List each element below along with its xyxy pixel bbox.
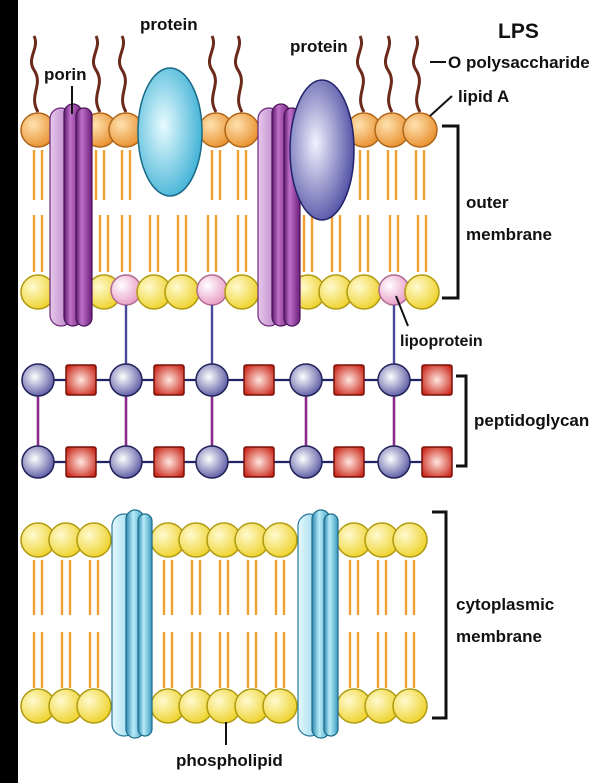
lipoprotein-head [197,275,227,305]
cytoplasmic-lower-heads [21,689,427,723]
peptide-square [422,365,452,395]
sugar-node [290,446,322,478]
label-protein-right: protein [290,37,348,56]
sugar-node [22,364,54,396]
phospholipid-head [405,275,439,309]
peptide-square [66,447,96,477]
phospholipid-head [393,689,427,723]
phospholipid-head [77,523,111,557]
phospholipid-head [77,689,111,723]
sugar-node [196,364,228,396]
phospholipid-head [225,275,259,309]
sugar-node [378,364,410,396]
peptide-square [422,447,452,477]
peptide-square [66,365,96,395]
label-cytoplasmic-membrane-2: membrane [456,627,542,646]
label-lipoprotein: lipoprotein [400,333,483,350]
label-cytoplasmic-membrane-1: cytoplasmic [456,595,554,614]
peptide-square [154,447,184,477]
label-outer-membrane-2: membrane [466,225,552,244]
phospholipid-head [263,689,297,723]
sugar-node [110,364,142,396]
peptide-square [244,365,274,395]
label-peptidoglycan: peptidoglycan [474,411,589,430]
sugar-node [196,446,228,478]
sugar-node [22,446,54,478]
label-phospholipid: phospholipid [176,751,283,770]
sugar-node [110,446,142,478]
lps-head [403,113,437,147]
label-lps: LPS [498,20,539,43]
label-protein-left: protein [140,15,198,34]
lps-head [225,113,259,147]
protein-left-shape [138,68,202,196]
peptide-square [334,365,364,395]
channel-protein-right [298,510,338,738]
label-porin: porin [44,65,87,84]
label-outer-membrane-1: outer [466,193,509,212]
channel-protein-left [112,510,152,738]
sugar-node [378,446,410,478]
left-border [0,0,18,783]
porin-left [50,104,92,326]
phospholipid-head [347,275,381,309]
peptide-square [334,447,364,477]
label-lipid-a: lipid A [458,87,509,106]
phospholipid-head [263,523,297,557]
phospholipid-head [165,275,199,309]
label-o-polysaccharide: O polysaccharide [448,53,590,72]
protein-right-shape [290,80,354,220]
peptide-square [154,365,184,395]
peptide-square [244,447,274,477]
phospholipid-head [393,523,427,557]
cytoplasmic-upper-heads [21,523,427,557]
sugar-node [290,364,322,396]
